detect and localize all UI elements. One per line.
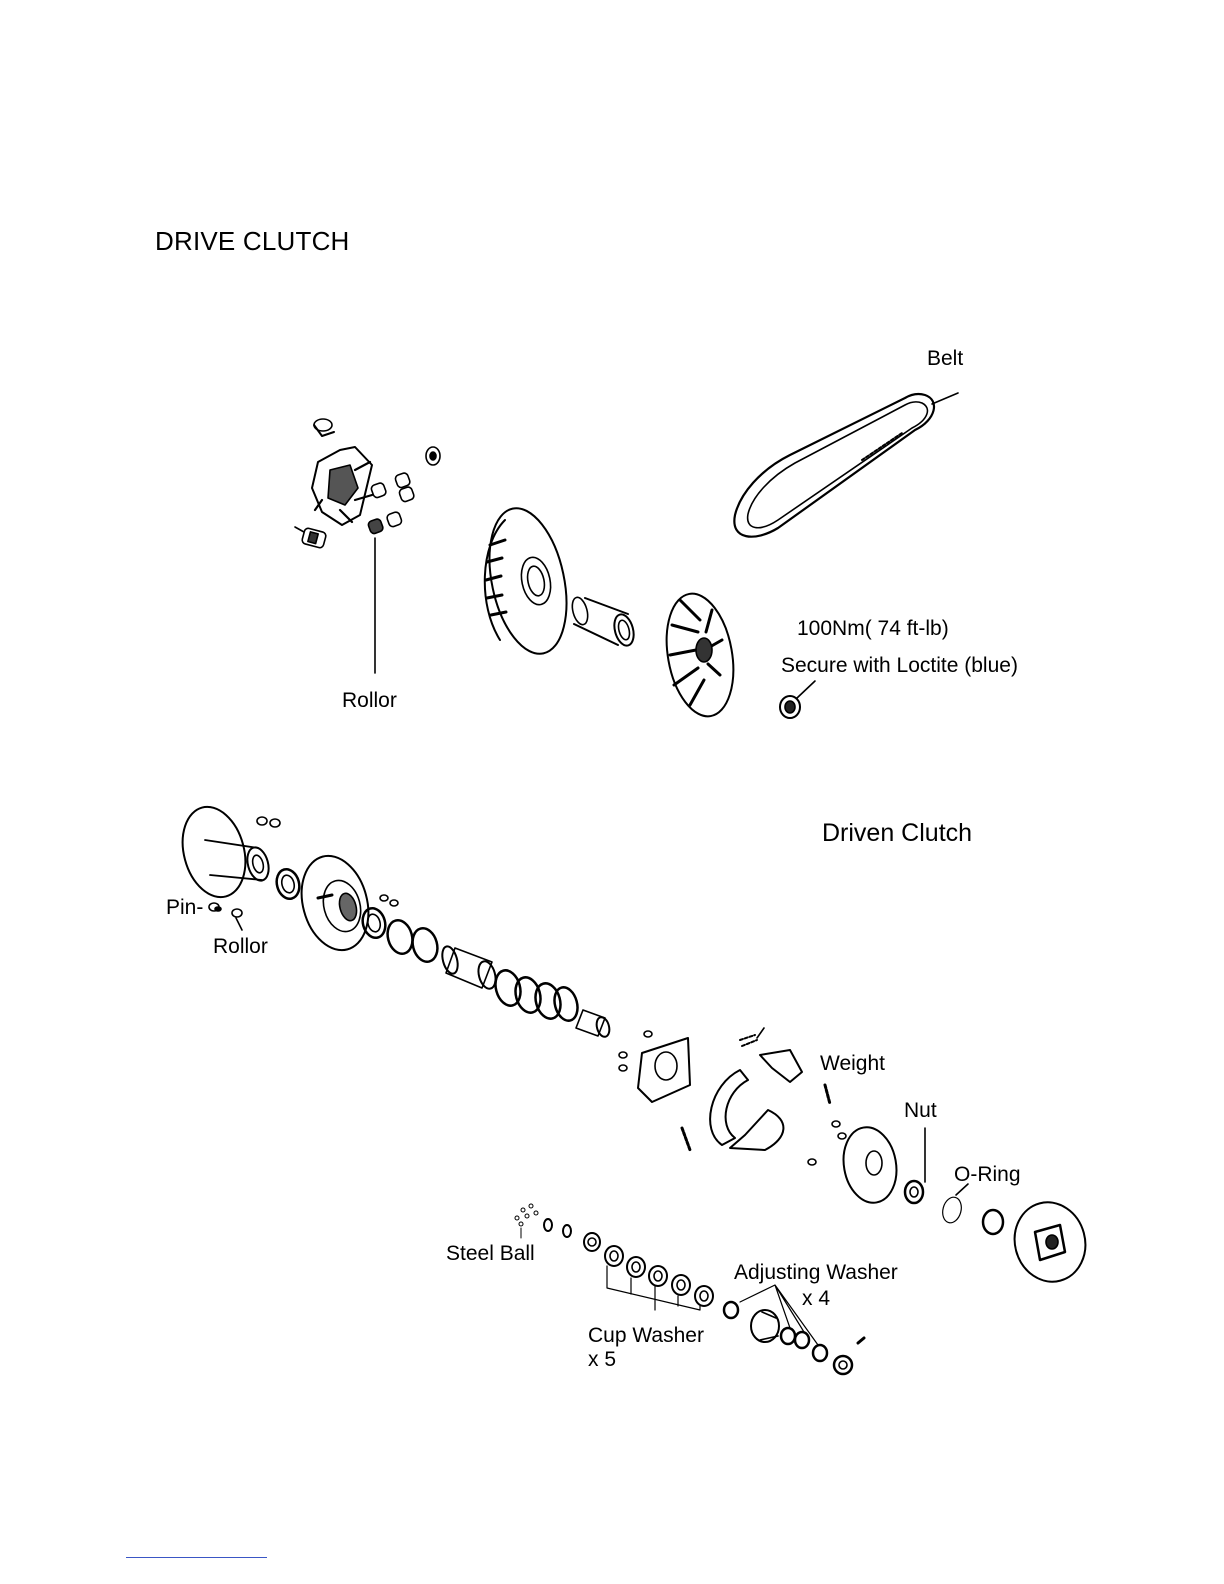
roller-weights (367, 472, 415, 673)
steel-balls-part (515, 1204, 538, 1238)
clutch-shoe-weights-part (682, 1028, 830, 1150)
driven-seal-part (273, 867, 302, 902)
ramp-plate-part (295, 419, 440, 549)
fixed-driven-face-part (173, 800, 280, 904)
adjusting-washer-label: Adjusting Washer (734, 1262, 898, 1283)
driven-collar-part (576, 1010, 611, 1038)
belt-part (734, 393, 958, 537)
clutch-plate-part (619, 1031, 690, 1102)
drive-nut-part (780, 681, 815, 718)
small-washers (544, 1219, 600, 1251)
clutch-drum-part (983, 1194, 1094, 1289)
footer-rule (126, 1557, 267, 1558)
driven-bearing-and-rings (359, 906, 440, 965)
weight-label: Weight (820, 1053, 885, 1074)
driven-hub-plate-part (808, 1121, 902, 1207)
drive-rollor-label: Rollor (342, 690, 397, 711)
pin-and-roller-parts (209, 903, 242, 930)
pin-label: Pin- (166, 897, 203, 918)
movable-sheave-part (477, 501, 578, 661)
driven-clutch-title: Driven Clutch (822, 821, 972, 846)
o-ring-label: O-Ring (954, 1164, 1021, 1185)
movable-driven-face-part (292, 848, 398, 957)
drive-sleeve-part (570, 596, 637, 648)
fan-sheave-part (658, 588, 743, 721)
spring-seat-part (440, 945, 499, 991)
steel-ball-label: Steel Ball (446, 1243, 535, 1264)
nut-label: Nut (904, 1100, 937, 1121)
loctite-label: Secure with Loctite (blue) (781, 655, 1018, 676)
driven-rollor-label: Rollor (213, 936, 268, 957)
belt-label: Belt (927, 348, 963, 369)
driven-nut-part (905, 1128, 925, 1203)
cup-washer-qty-label: x 5 (588, 1349, 616, 1370)
adjusting-washer-qty-label: x 4 (802, 1288, 830, 1309)
cup-washer-label: Cup Washer (588, 1325, 704, 1346)
adjusting-washers-part (724, 1285, 864, 1374)
cup-washers-part (605, 1246, 713, 1310)
torque-spring-part (492, 968, 581, 1024)
torque-spec-label: 100Nm( 74 ft-lb) (797, 618, 949, 639)
o-ring-part (940, 1184, 968, 1225)
